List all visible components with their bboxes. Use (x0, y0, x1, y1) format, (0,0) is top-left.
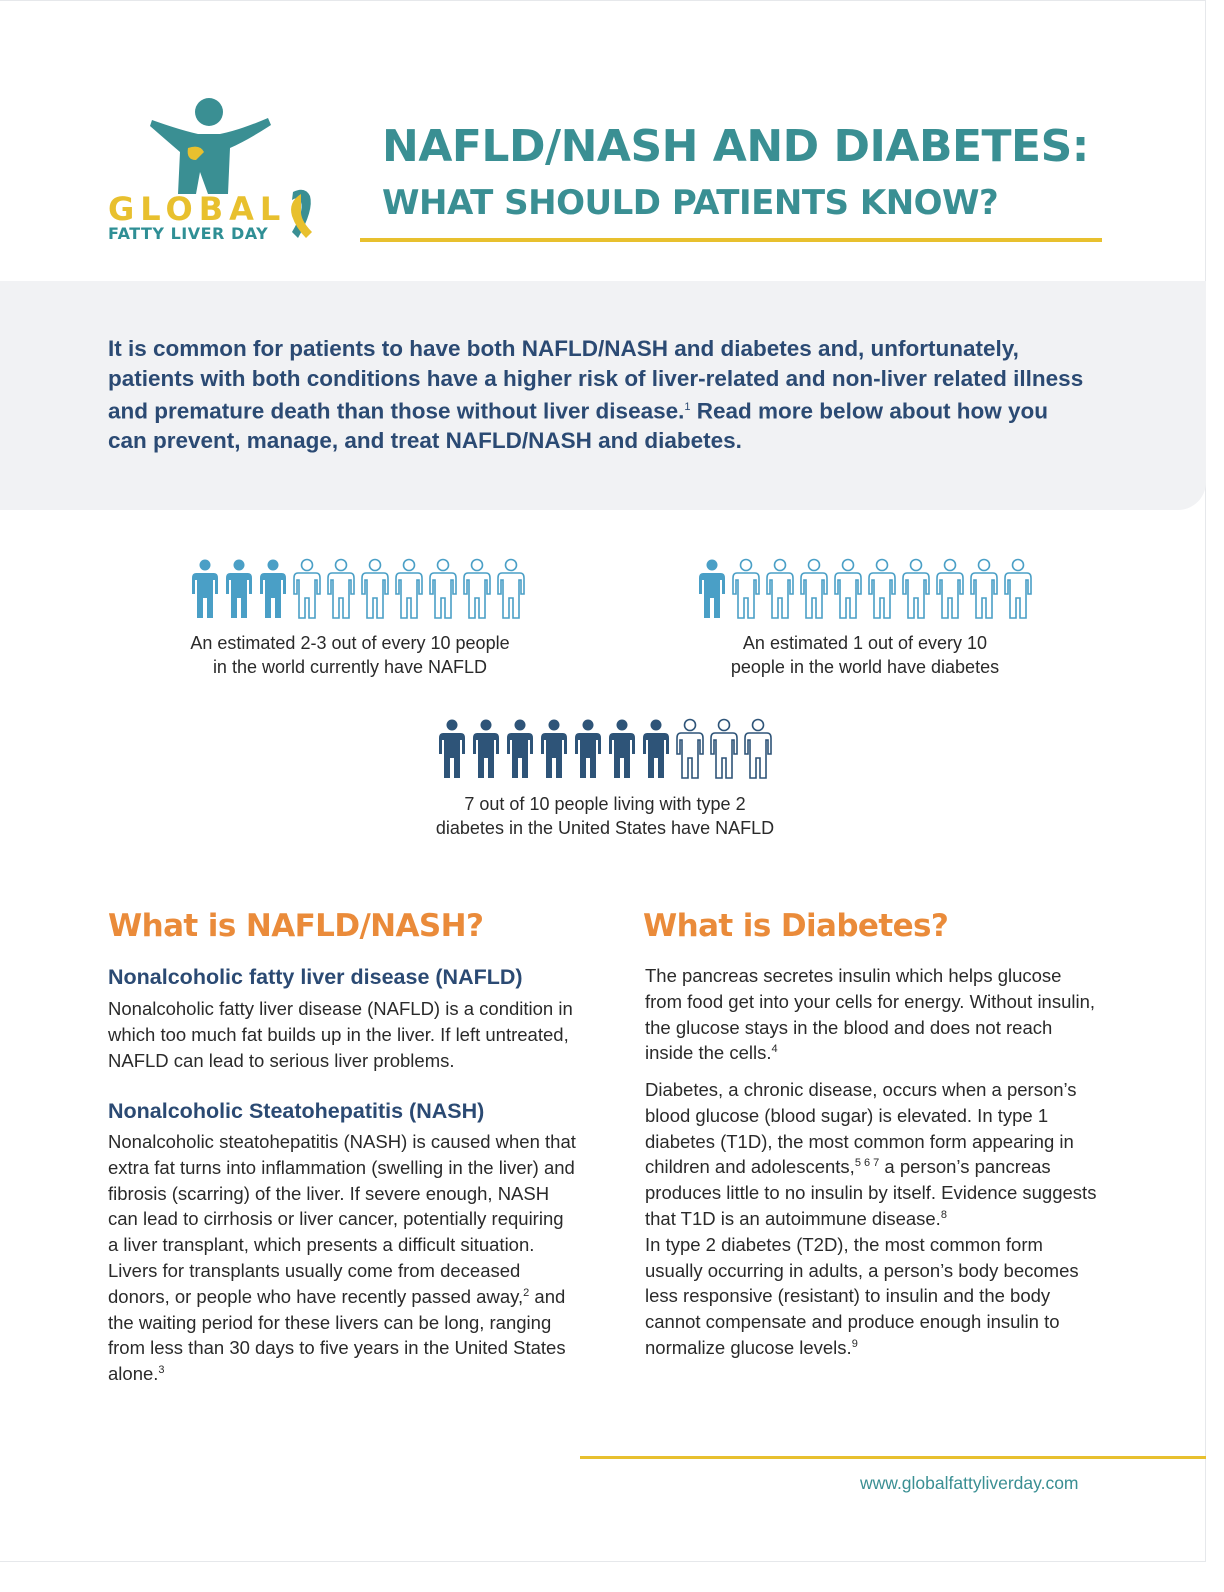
footnote-ref: 8 (940, 1208, 947, 1221)
paragraph-insulin: The pancreas secretes insulin which help… (645, 965, 1096, 1064)
page-frame (0, 0, 1206, 1562)
footnote-ref: 3 (158, 1364, 165, 1377)
footnote-ref: 1 (684, 401, 691, 413)
person-outline-icon (731, 558, 761, 620)
person-outline-icon (969, 558, 999, 620)
person-outline-icon (394, 558, 424, 620)
people-icon-row-t2d-nafld (437, 718, 773, 780)
person-outline-icon (360, 558, 390, 620)
people-icon-row-diabetes (697, 558, 1033, 620)
person-outline-icon (709, 718, 739, 780)
logo-wordmark: GLOBAL (108, 190, 287, 228)
person-outline-icon (326, 558, 356, 620)
section-heading-diabetes: What is Diabetes? (643, 908, 949, 944)
title-line-1: NAFLD/NASH AND DIABETES: (382, 121, 1089, 172)
page-title: NAFLD/NASH AND DIABETES: WHAT SHOULD PAT… (382, 116, 1142, 228)
person-filled-icon (539, 718, 569, 780)
person-filled-icon (437, 718, 467, 780)
subheading-nafld: Nonalcoholic fatty liver disease (NAFLD) (108, 965, 523, 989)
person-outline-icon (743, 718, 773, 780)
person-filled-icon (607, 718, 637, 780)
footer-rule (580, 1456, 1206, 1459)
intro-paragraph: It is common for patients to have both N… (108, 336, 1084, 453)
footnote-ref: 4 (771, 1043, 778, 1056)
logo-figure-icon (150, 98, 312, 238)
person-outline-icon (901, 558, 931, 620)
footnote-ref: 5 6 7 (854, 1157, 880, 1170)
person-outline-icon (462, 558, 492, 620)
people-icon-row-nafld (190, 558, 526, 620)
person-filled-icon (471, 718, 501, 780)
person-outline-icon (833, 558, 863, 620)
person-outline-icon (765, 558, 795, 620)
paragraph-nafld: Nonalcoholic fatty liver disease (NAFLD)… (108, 998, 573, 1071)
paragraph-diabetes-types: Diabetes, a chronic disease, occurs when… (645, 1079, 1097, 1358)
stat-caption-diabetes: An estimated 1 out of every 10 people in… (730, 633, 1000, 677)
person-filled-icon (190, 558, 220, 620)
footer-website-link[interactable]: www.globalfattyliverday.com (860, 1473, 1079, 1493)
footnote-ref: 9 (851, 1337, 858, 1350)
person-outline-icon (428, 558, 458, 620)
global-fatty-liver-day-logo: GLOBAL FATTY LIVER DAY (100, 90, 340, 250)
person-outline-icon (1003, 558, 1033, 620)
subheading-nash: Nonalcoholic Steatohepatitis (NASH) (108, 1099, 485, 1123)
person-filled-icon (641, 718, 671, 780)
person-outline-icon (496, 558, 526, 620)
title-line-2: WHAT SHOULD PATIENTS KNOW? (382, 183, 999, 223)
person-filled-icon (697, 558, 727, 620)
person-filled-icon (505, 718, 535, 780)
logo-subtitle: FATTY LIVER DAY (108, 224, 269, 243)
title-underline (360, 238, 1102, 242)
person-outline-icon (867, 558, 897, 620)
person-outline-icon (675, 718, 705, 780)
intro-band (0, 281, 1206, 510)
person-filled-icon (224, 558, 254, 620)
person-filled-icon (258, 558, 288, 620)
person-outline-icon (935, 558, 965, 620)
person-outline-icon (799, 558, 829, 620)
person-filled-icon (573, 718, 603, 780)
person-outline-icon (292, 558, 322, 620)
paragraph-nash: Nonalcoholic steatohepatitis (NASH) is c… (108, 1131, 576, 1385)
section-heading-nafld: What is NAFLD/NASH? (108, 908, 484, 944)
footnote-ref: 2 (523, 1286, 530, 1299)
stat-caption-nafld: An estimated 2-3 out of every 10 people … (190, 633, 510, 677)
stat-caption-t2d-nafld: 7 out of 10 people living with type 2 di… (435, 794, 775, 838)
